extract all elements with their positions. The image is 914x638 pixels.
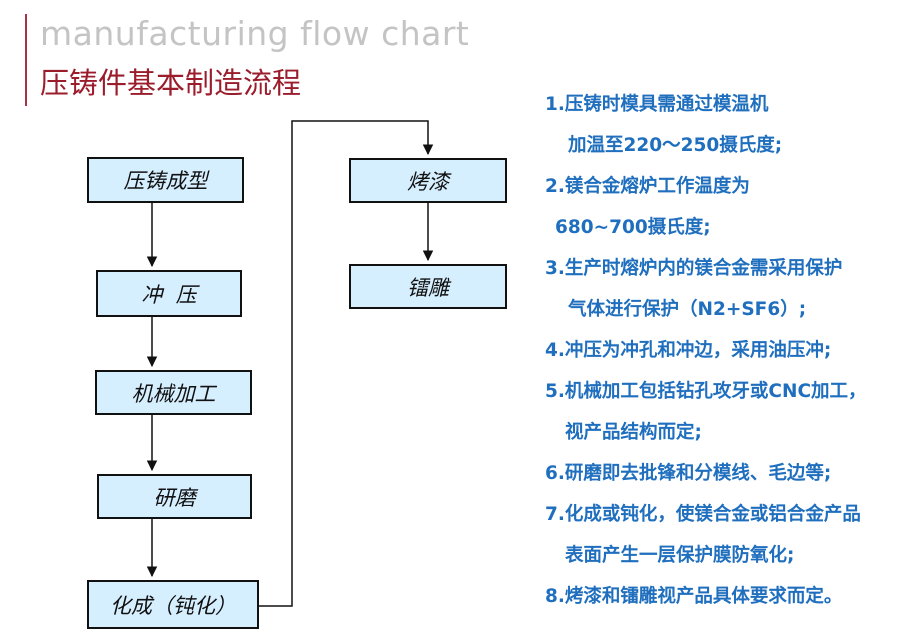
accent-rule [25, 14, 27, 106]
note-line: 3.生产时熔炉内的镁合金需采用保护 [545, 258, 843, 279]
flow-box-grinding: 研磨 [97, 474, 252, 519]
page-title-cn: 压铸件基本制造流程 [40, 66, 302, 100]
note-line: 7.化成或钝化，使镁合金或铝合金产品 [545, 504, 861, 525]
page-title-en: manufacturing flow chart [40, 14, 470, 53]
flow-box-painting: 烤漆 [349, 158, 507, 203]
note-line: 6.研磨即去批锋和分模线、毛边等; [545, 463, 832, 484]
flow-box-passivation: 化成（钝化） [87, 580, 259, 629]
note-line: 5.机械加工包括钻孔攻牙或CNC加工， [545, 381, 867, 402]
arrow-5 [259, 120, 434, 607]
note-line: 表面产生一层保护膜防氧化; [565, 545, 795, 566]
flow-box-stamping: 冲 压 [96, 270, 242, 317]
flow-box-laser-engraving: 镭雕 [349, 264, 507, 309]
note-line: 视产品结构而定; [565, 422, 702, 443]
note-line: 1.压铸时模具需通过模温机 [545, 94, 769, 115]
note-line: 加温至220～250摄氏度; [568, 135, 783, 156]
note-line: 8.烤漆和镭雕视产品具体要求而定。 [545, 586, 843, 607]
flow-box-machining: 机械加工 [95, 370, 252, 415]
note-line: 4.冲压为冲孔和冲边，采用油压冲; [545, 340, 832, 361]
note-line: 680~700摄氏度; [555, 217, 711, 238]
note-line: 气体进行保护（N2+SF6）; [568, 299, 807, 320]
flow-box-die-casting: 压铸成型 [87, 157, 244, 203]
note-line: 2.镁合金熔炉工作温度为 [545, 176, 750, 197]
